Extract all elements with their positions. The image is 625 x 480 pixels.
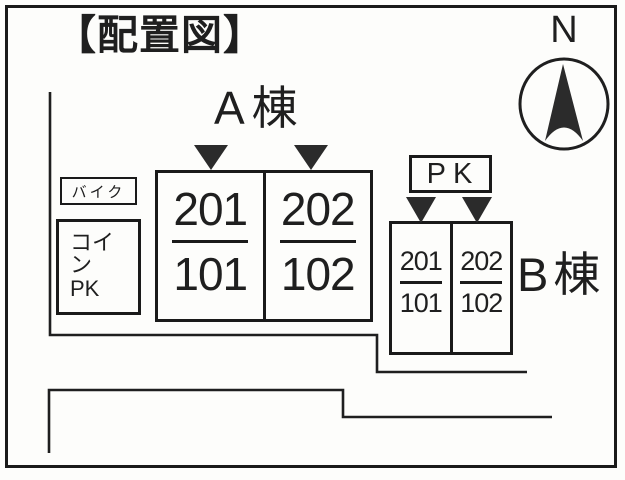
building-a-label: A棟 — [214, 82, 305, 134]
unit-upper-number: 201 — [399, 246, 443, 276]
down-triangle-icon — [406, 197, 436, 223]
down-triangle-icon — [294, 145, 328, 170]
unit-divider-bar — [172, 239, 249, 243]
bike-parking-label: バイク — [71, 183, 126, 201]
down-triangle-icon — [194, 145, 228, 170]
unit-lower-number: 102 — [280, 247, 356, 300]
plan-border — [5, 5, 617, 468]
unit-lower-number: 101 — [173, 247, 248, 300]
unit-upper-number: 202 — [280, 182, 356, 235]
building-a-box: 201 101 202 102 — [155, 170, 373, 322]
pk-sign-label: PK — [426, 157, 480, 190]
unit-divider-bar — [279, 239, 356, 243]
coin-parking-box: コイン PK — [56, 219, 141, 315]
building-b-label: B棟 — [517, 248, 606, 301]
building-b-unit-cell-2: 202 102 — [449, 224, 511, 352]
building-b-unit-cell-1: 201 101 — [392, 224, 450, 352]
pk-sign-box: PK — [409, 155, 492, 193]
building-b-box: 201 101 202 102 — [389, 221, 513, 355]
bike-parking-box: バイク — [60, 177, 137, 205]
building-a-unit-cell-1: 201 101 — [158, 173, 263, 319]
coin-parking-label-line1: コイン — [70, 230, 115, 277]
unit-upper-number: 202 — [460, 246, 503, 276]
down-triangle-icon — [462, 197, 492, 223]
building-a-unit-cell-2: 202 102 — [262, 173, 371, 319]
unit-upper-number: 201 — [173, 182, 248, 235]
unit-divider-bar — [399, 281, 442, 284]
unit-lower-number: 102 — [460, 288, 503, 318]
page-title: 【配置図】 — [55, 12, 265, 58]
unit-lower-number: 101 — [399, 288, 443, 318]
unit-divider-bar — [460, 281, 503, 284]
coin-parking-label-line2: PK — [70, 276, 100, 301]
north-arrow-icon — [518, 57, 610, 151]
compass-north-label: N — [550, 9, 578, 51]
